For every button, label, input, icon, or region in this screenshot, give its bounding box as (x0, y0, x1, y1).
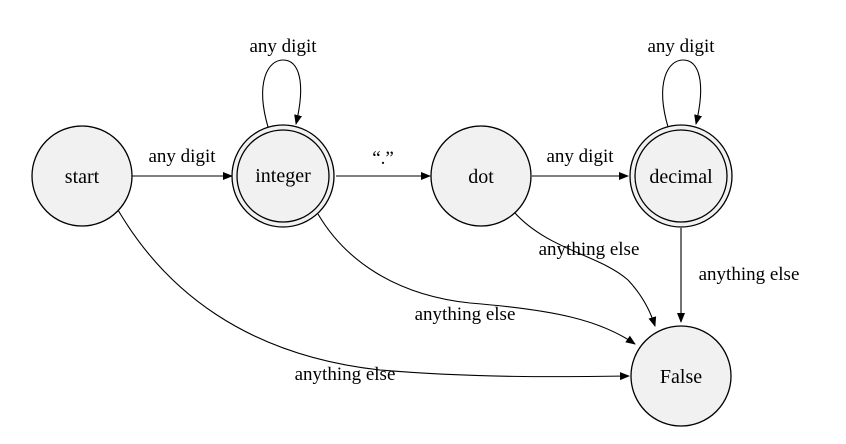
state-integer-label: integer (255, 165, 311, 187)
label-decimal-loop: any digit (647, 36, 715, 57)
state-false: False (630, 325, 732, 427)
edge-start-to-false (117, 209, 630, 381)
edge-dot-to-false (513, 211, 657, 327)
state-dot-label: dot (468, 166, 494, 188)
state-integer: integer (231, 124, 335, 228)
label-integer-loop: any digit (249, 36, 317, 57)
label-start-to-integer: any digit (148, 146, 216, 167)
edge-integer-loop (262, 59, 302, 128)
state-decimal: decimal (629, 124, 733, 228)
state-start-label: start (65, 166, 100, 188)
label-decimal-to-false: anything else (699, 264, 800, 285)
edge-integer-to-false (317, 213, 636, 345)
state-decimal-label: decimal (649, 166, 713, 188)
label-integer-to-false: anything else (415, 304, 516, 325)
label-dot-to-false: anything else (539, 239, 640, 260)
label-dot-to-decimal: any digit (546, 146, 614, 167)
label-integer-to-dot: “.” (372, 148, 394, 169)
label-start-to-false: anything else (295, 364, 396, 385)
state-false-label: False (660, 366, 702, 388)
state-dot: dot (430, 125, 532, 227)
edge-decimal-loop (662, 59, 702, 128)
state-start: start (31, 125, 133, 227)
